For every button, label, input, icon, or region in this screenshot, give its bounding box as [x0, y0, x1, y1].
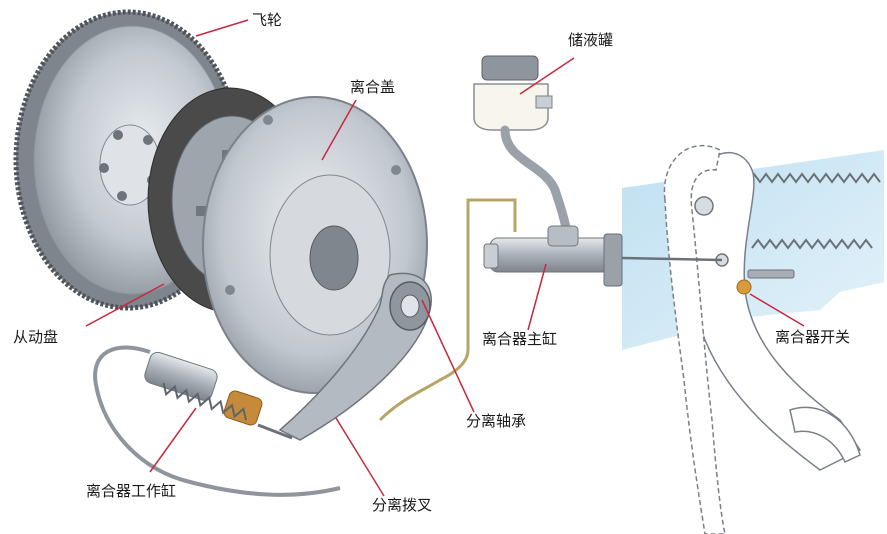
master-cylinder-flange — [603, 233, 623, 287]
leader-line-master-cylinder — [527, 263, 547, 331]
damper-spring — [196, 206, 212, 216]
label-master-cylinder: 离合器主缸 — [482, 330, 558, 348]
flywheel-bolt — [117, 191, 127, 201]
reservoir-bracket — [535, 95, 553, 109]
master-cylinder — [483, 225, 623, 287]
label-release-fork: 分离拨叉 — [372, 496, 433, 514]
return-spring-upper — [747, 172, 881, 184]
clutch-cover — [202, 96, 428, 394]
label-clutch-cover: 离合盖 — [350, 78, 396, 96]
leader-line-clutch-switch — [749, 293, 805, 327]
leader-line-slave-cylinder — [149, 407, 197, 473]
label-reservoir: 储液罐 — [568, 31, 614, 49]
cover-bolt — [263, 115, 273, 125]
release-bearing-inner — [400, 294, 420, 318]
reservoir-cap — [481, 55, 539, 81]
label-flywheel: 飞轮 — [252, 11, 283, 29]
leader-line-reservoir — [519, 57, 575, 95]
pedal-assembly — [622, 144, 884, 534]
clutch-cover-center — [309, 225, 359, 291]
reservoir-hose — [500, 125, 573, 243]
cover-bolt — [391, 165, 401, 175]
master-cylinder-pushrod — [621, 256, 723, 262]
cover-bolt — [225, 285, 235, 295]
leader-lines — [85, 19, 805, 497]
leader-line-release-fork — [335, 417, 385, 497]
reservoir-body — [473, 83, 549, 131]
flywheel-bolt — [113, 130, 123, 140]
return-spring-lower — [751, 238, 873, 250]
pedal-pivot-bolt — [694, 196, 714, 216]
leader-line-driven-disc — [85, 283, 165, 327]
label-release-bearing: 分离轴承 — [466, 412, 527, 430]
slave-cylinder — [144, 351, 293, 440]
hydraulic-line — [378, 198, 517, 422]
slave-cylinder-pushrod — [257, 423, 293, 440]
slave-cylinder-spring — [162, 382, 247, 421]
master-cylinder-cap-end — [483, 243, 499, 269]
reservoir — [473, 55, 573, 243]
hydraulic-hose-slave — [93, 345, 341, 497]
label-driven-disc: 从动盘 — [13, 328, 59, 346]
flywheel-bolt — [143, 135, 153, 145]
clutch-switch-tip — [736, 279, 752, 295]
brake-pedal-arm — [663, 144, 726, 534]
clutch-switch-body — [747, 269, 795, 279]
master-cylinder-port — [547, 225, 579, 247]
release-fork-assembly — [278, 272, 432, 441]
leader-line-clutch-cover — [321, 99, 357, 161]
pedal-pad — [789, 406, 861, 463]
label-clutch-switch: 离合器开关 — [775, 328, 851, 346]
label-slave-cylinder: 离合器工作缸 — [86, 482, 177, 500]
leader-line-release-bearing — [421, 299, 475, 413]
leader-line-flywheel — [195, 19, 249, 37]
flywheel-bolt — [99, 163, 109, 173]
